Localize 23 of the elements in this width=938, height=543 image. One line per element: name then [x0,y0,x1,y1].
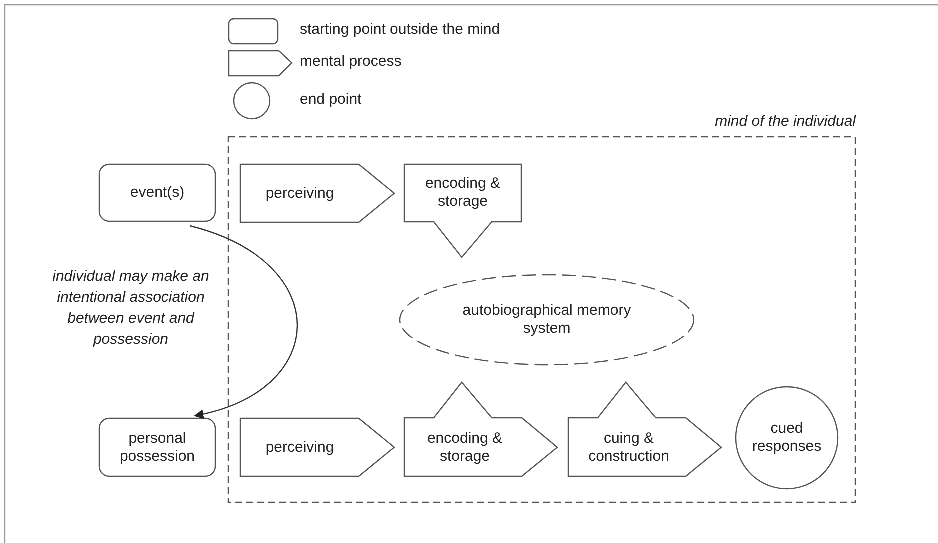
process-callout [404,164,522,258]
legend-label: mental process [300,53,402,71]
end-circle [735,386,839,490]
rounded-box [99,164,216,222]
node-label: event(s) [130,184,185,202]
process-pentagon [240,164,395,223]
curved-arrow [190,225,298,418]
process-pentagon [568,382,722,477]
node-label: personal possession [118,430,196,466]
rounded-box [99,418,216,477]
node-label: perceiving [266,184,334,202]
process-pentagon [404,382,558,477]
node-label: perceiving [266,438,334,456]
node-label: encoding & storage [424,175,502,211]
legend-label: end point [300,91,362,109]
process-pentagon [240,418,395,477]
node-label: cued responses [751,420,823,456]
dashed-ellipse [399,274,695,366]
region-heading: mind of the individual [715,113,856,131]
node-label: autobiographical memory system [462,302,632,338]
node-label: cuing & construction [588,430,670,466]
node-label: encoding & storage [426,430,504,466]
legend-label: starting point outside the mind [300,21,500,39]
